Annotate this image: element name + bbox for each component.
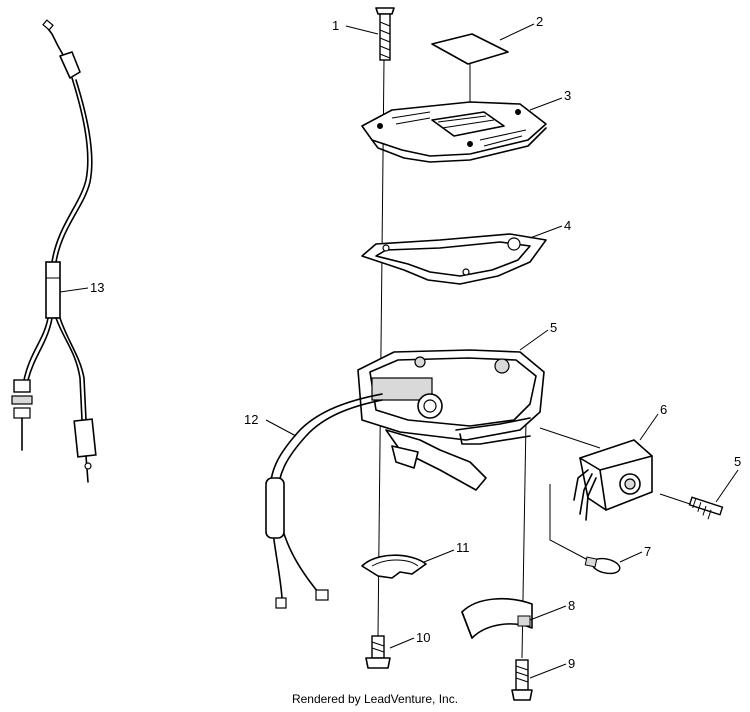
callout-8: 8 [568, 598, 575, 613]
screw-5-right [688, 496, 724, 520]
footer-credit: Rendered by LeadVenture, Inc. [291, 692, 459, 706]
gasket-4 [361, 233, 547, 285]
callout-3: 3 [564, 88, 571, 103]
callout-5-right: 5 [734, 454, 741, 469]
callout-12: 12 [244, 412, 258, 427]
throttle-housing-5 [357, 349, 601, 491]
bulb-7 [549, 484, 621, 575]
spring-11 [361, 554, 427, 579]
callout-11: 11 [456, 540, 470, 555]
callout-1: 1 [332, 18, 339, 33]
leader-lines [59, 23, 739, 679]
screw-9 [511, 659, 533, 701]
screw-1 [375, 7, 395, 61]
callout-5: 5 [550, 320, 557, 335]
callout-6: 6 [660, 402, 667, 417]
callout-13: 13 [90, 280, 104, 295]
callout-9: 9 [568, 656, 575, 671]
cable-harness-13 [11, 19, 97, 483]
screw-10 [365, 635, 391, 669]
switch-housing-6 [573, 439, 709, 521]
cover-plate-3 [361, 101, 547, 163]
callout-2: 2 [536, 14, 543, 29]
clamp-8 [461, 597, 533, 639]
callout-7: 7 [644, 544, 651, 559]
wire-harness-12 [265, 393, 383, 609]
callout-4: 4 [564, 218, 571, 233]
decal-2 [431, 33, 509, 108]
callout-10: 10 [416, 630, 430, 645]
